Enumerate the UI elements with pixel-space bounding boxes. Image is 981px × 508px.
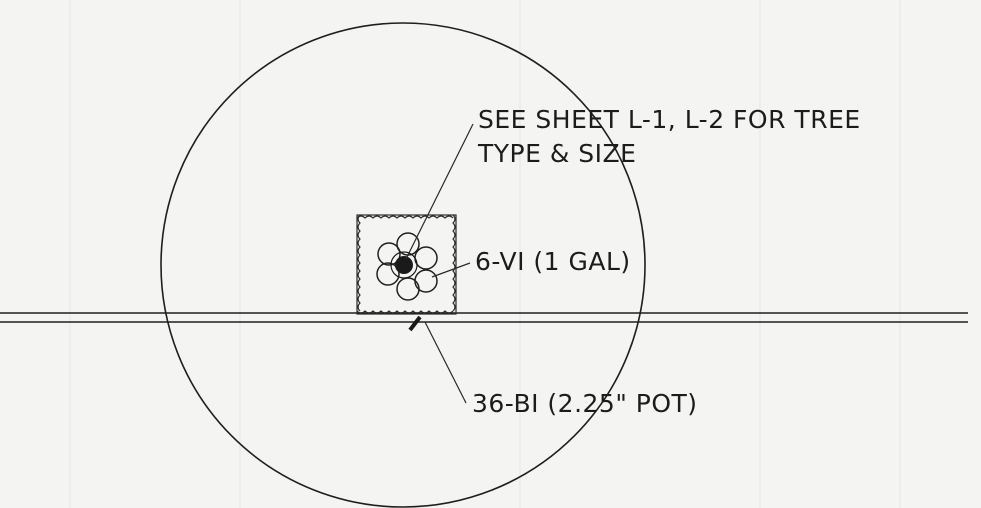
groundcover-callout-label: 36-BI (2.25" POT) [472, 389, 698, 418]
shrub-circle [414, 246, 438, 270]
shrub-callout-label: 6-VI (1 GAL) [475, 247, 631, 276]
paper-texture [69, 0, 901, 508]
shrub-circle [414, 269, 438, 293]
shrub-circle [377, 242, 401, 266]
planting-bed [356, 214, 457, 315]
tree-trunk [390, 251, 418, 279]
curb-edge-lines [0, 312, 968, 323]
tree-reference-note-line1: SEE SHEET L-1, L-2 FOR TREE [478, 105, 861, 134]
tree-reference-note-line2: TYPE & SIZE [477, 139, 636, 168]
tree-canopy-circle [160, 22, 646, 508]
leader-lines [405, 123, 474, 404]
shrub-circle [376, 262, 400, 286]
